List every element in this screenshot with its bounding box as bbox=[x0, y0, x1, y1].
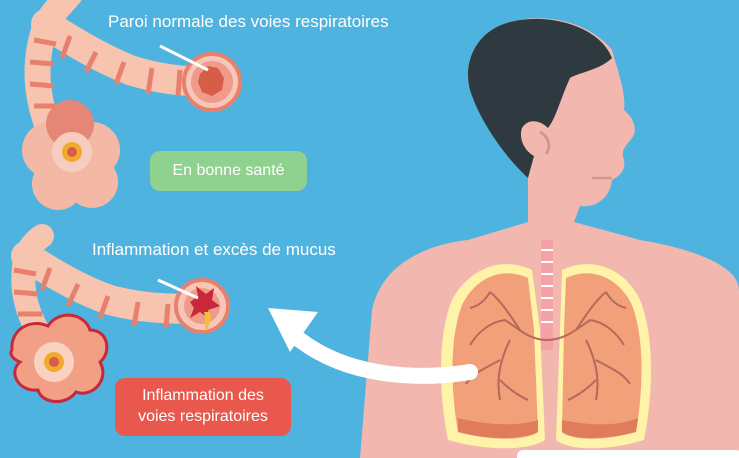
healthy-alveoli bbox=[22, 100, 120, 210]
inflamed-wall-label: Inflammation et excès de mucus bbox=[92, 240, 336, 259]
arrow-pointer bbox=[268, 308, 478, 384]
left-lung bbox=[452, 273, 538, 439]
healthy-wall-label: Paroi normale des voies respiratoires bbox=[108, 12, 389, 31]
inflamed-airway bbox=[9, 224, 230, 403]
inflamed-alveoli bbox=[9, 313, 109, 403]
inflamed-status-badge: Inflammation des voies respiratoires bbox=[115, 378, 291, 436]
footer-card bbox=[517, 450, 739, 458]
healthy-status-badge: En bonne santé bbox=[150, 151, 307, 191]
bronchial-tree bbox=[465, 291, 631, 401]
hair bbox=[467, 18, 612, 178]
trachea bbox=[541, 240, 553, 350]
healthy-airway bbox=[22, 0, 242, 210]
person-figure bbox=[360, 18, 739, 458]
inflamed-status-line2: voies respiratoires bbox=[138, 408, 268, 425]
lungs bbox=[441, 240, 651, 449]
right-lung bbox=[562, 273, 642, 439]
ear bbox=[539, 130, 551, 155]
healthy-status-text: En bonne santé bbox=[172, 161, 285, 179]
inflamed-status-line1: Inflammation des bbox=[142, 387, 264, 405]
